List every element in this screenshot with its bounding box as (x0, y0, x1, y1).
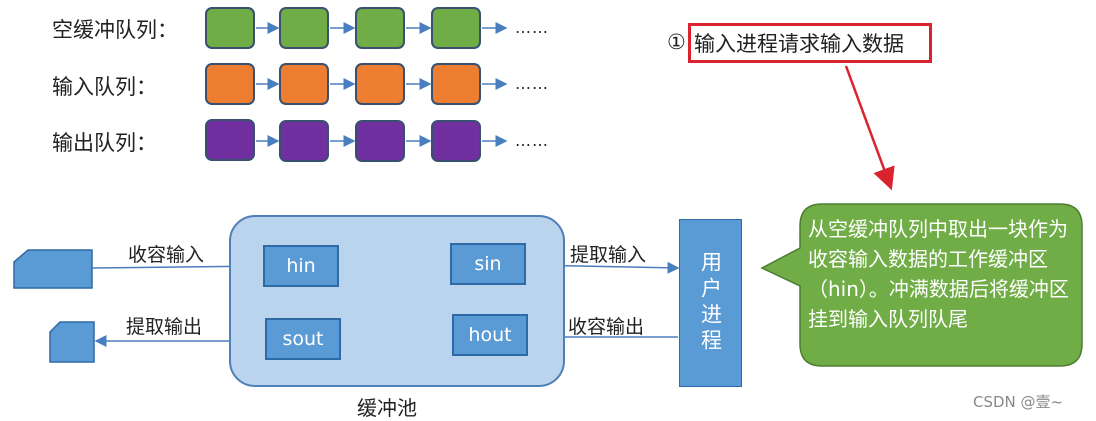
collect-output-label: 收容输出 (568, 316, 645, 338)
output-queue-node (279, 120, 329, 162)
request-highlight-box: 输入进程请求输入数据 (688, 23, 932, 63)
input-queue-node (431, 63, 481, 105)
input-queue-label: 输入队列： (52, 75, 157, 99)
empty-queue-node (431, 7, 481, 49)
request-text: 输入进程请求输入数据 (694, 32, 904, 56)
hout-buffer: hout (452, 314, 528, 356)
watermark: CSDN @壹~ (973, 393, 1064, 411)
request-step-number: ① (667, 30, 686, 54)
hin-buffer: hin (263, 245, 339, 287)
output-queue-node (431, 120, 481, 162)
empty-queue-node (355, 7, 405, 49)
output-queue-node (205, 119, 255, 161)
input-queue-node (355, 63, 405, 105)
output-device-shape (49, 321, 95, 363)
callout-text: 从空缓冲队列中取出一块作为收容输入数据的工作缓冲区（hin）。冲满数据后将缓冲区… (808, 217, 1069, 331)
sin-buffer: sin (450, 243, 526, 285)
callout-bubble (760, 203, 1083, 367)
buffer-pool-label: 缓冲池 (357, 396, 417, 420)
input-device-shape (13, 249, 93, 289)
empty-queue-node (279, 7, 329, 49)
collect-input-label: 收容输入 (128, 244, 205, 266)
extract-output-label: 提取输出 (126, 316, 203, 338)
user-process: 用户进程 (679, 219, 742, 387)
output-queue-label: 输出队列： (52, 131, 157, 155)
input-queue-node (205, 63, 255, 105)
empty-queue-node (205, 7, 255, 49)
buffer-pool (229, 215, 565, 387)
output-queue-node (355, 120, 405, 162)
empty-queue-ellipsis: …… (515, 18, 549, 37)
extract-input-label: 提取输入 (570, 244, 647, 266)
empty-queue-label: 空缓冲队列： (52, 18, 178, 42)
input-queue-node (279, 63, 329, 105)
queue-arrows (256, 22, 508, 147)
sout-buffer: sout (265, 318, 341, 360)
input-queue-ellipsis: …… (515, 74, 549, 93)
output-queue-ellipsis: …… (515, 131, 549, 150)
request-pointer-arrow (844, 65, 895, 191)
